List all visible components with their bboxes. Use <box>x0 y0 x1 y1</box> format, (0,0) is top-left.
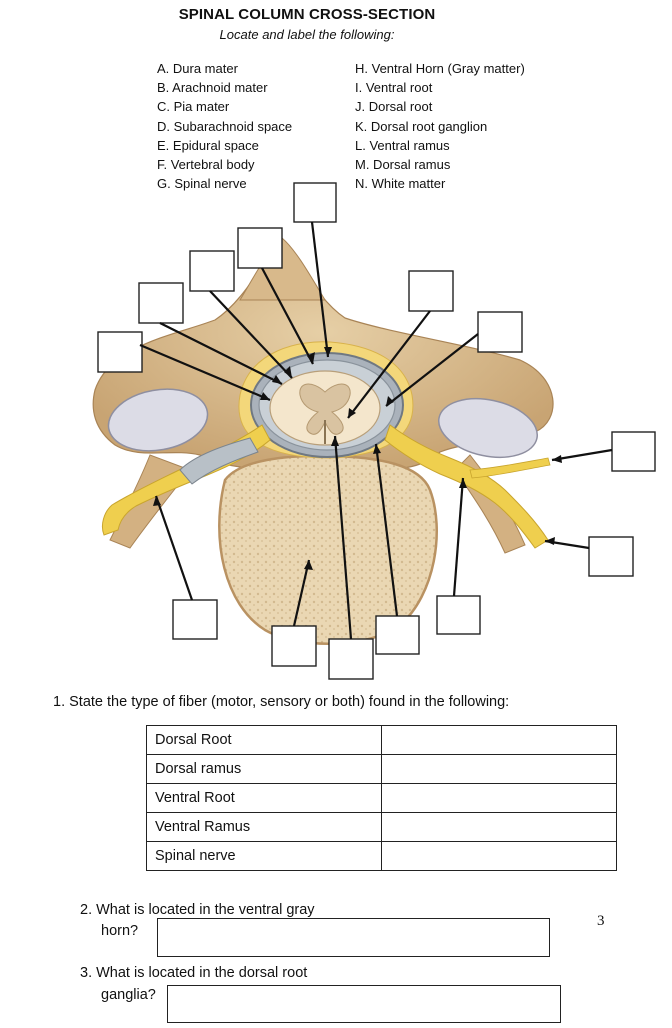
label-box-9[interactable] <box>588 536 634 577</box>
label-box-4[interactable] <box>138 282 184 324</box>
label-box-12[interactable] <box>328 638 374 680</box>
table-row: Dorsal Root <box>146 725 617 755</box>
label-item-b: B. Arachnoid mater <box>157 80 268 96</box>
label-box-14[interactable] <box>436 595 481 635</box>
label-item-i: I. Ventral root <box>355 80 433 96</box>
label-box-2[interactable] <box>237 227 283 269</box>
question-2-answer-box[interactable] <box>157 918 550 957</box>
answer-cell-ventral-root[interactable] <box>381 783 617 813</box>
table-row: Ventral Root <box>146 783 617 813</box>
label-box-6[interactable] <box>408 270 454 312</box>
question-3-line-2: ganglia? <box>101 987 156 1003</box>
answer-cell-dorsal-ramus[interactable] <box>381 754 617 784</box>
fiber-type-table: Dorsal Root Dorsal ramus Ventral Root Ve… <box>146 725 617 871</box>
answer-cell-spinal-nerve[interactable] <box>381 841 617 871</box>
label-item-m: M. Dorsal ramus <box>355 157 451 173</box>
leader-lines <box>139 221 613 640</box>
page-number: 3 <box>597 913 605 929</box>
question-3-line-1: 3. What is located in the dorsal root <box>80 965 308 981</box>
label-item-l: L. Ventral ramus <box>355 137 450 153</box>
label-box-11[interactable] <box>271 625 317 667</box>
label-item-c: C. Pia mater <box>157 99 230 115</box>
label-box-5[interactable] <box>97 331 143 373</box>
label-box-13[interactable] <box>375 615 420 655</box>
row-label-dorsal-ramus: Dorsal ramus <box>146 754 382 784</box>
articular-facet-right <box>437 397 539 459</box>
spinal-cross-section-illustration <box>92 182 656 680</box>
label-item-f: F. Vertebral body <box>157 157 255 173</box>
label-item-j: J. Dorsal root <box>355 99 433 115</box>
worksheet-subtitle: Locate and label the following: <box>219 27 395 42</box>
answer-cell-dorsal-root[interactable] <box>381 725 617 755</box>
label-box-3[interactable] <box>189 250 235 292</box>
label-item-n: N. White matter <box>355 176 446 192</box>
label-item-d: D. Subarachnoid space <box>157 118 293 134</box>
label-item-h: H. Ventral Horn (Gray matter) <box>355 61 525 76</box>
table-row: Ventral Ramus <box>146 812 617 842</box>
label-list-left: A. Dura mater B. Arachnoid mater C. Pia … <box>157 59 292 193</box>
label-box-7[interactable] <box>477 311 523 353</box>
label-item-a: A. Dura mater <box>157 61 238 76</box>
label-list-right: H. Ventral Horn (Gray matter) I. Ventral… <box>355 59 525 193</box>
row-label-ventral-root: Ventral Root <box>146 783 382 813</box>
question-1-prompt: 1. State the type of fiber (motor, senso… <box>53 694 510 710</box>
table-row: Dorsal ramus <box>146 754 617 784</box>
label-box-10[interactable] <box>172 599 218 640</box>
leader-arrowheads <box>153 347 562 570</box>
label-box-8[interactable] <box>611 431 656 472</box>
label-item-g: G. Spinal nerve <box>157 176 247 192</box>
question-2-line-1: 2. What is located in the ventral gray <box>80 902 315 918</box>
worksheet-title: SPINAL COLUMN CROSS-SECTION <box>178 6 436 23</box>
label-item-e: E. Epidural space <box>157 137 259 153</box>
question-2-line-2: horn? <box>101 923 139 939</box>
question-3-answer-box[interactable] <box>167 985 561 1023</box>
row-label-dorsal-root: Dorsal Root <box>146 725 382 755</box>
label-item-k: K. Dorsal root ganglion <box>355 118 488 134</box>
label-box-1[interactable] <box>293 182 337 223</box>
answer-cell-ventral-ramus[interactable] <box>381 812 617 842</box>
table-row: Spinal nerve <box>146 841 617 871</box>
row-label-spinal-nerve: Spinal nerve <box>146 841 382 871</box>
row-label-ventral-ramus: Ventral Ramus <box>146 812 382 842</box>
articular-facet-left <box>107 388 209 452</box>
